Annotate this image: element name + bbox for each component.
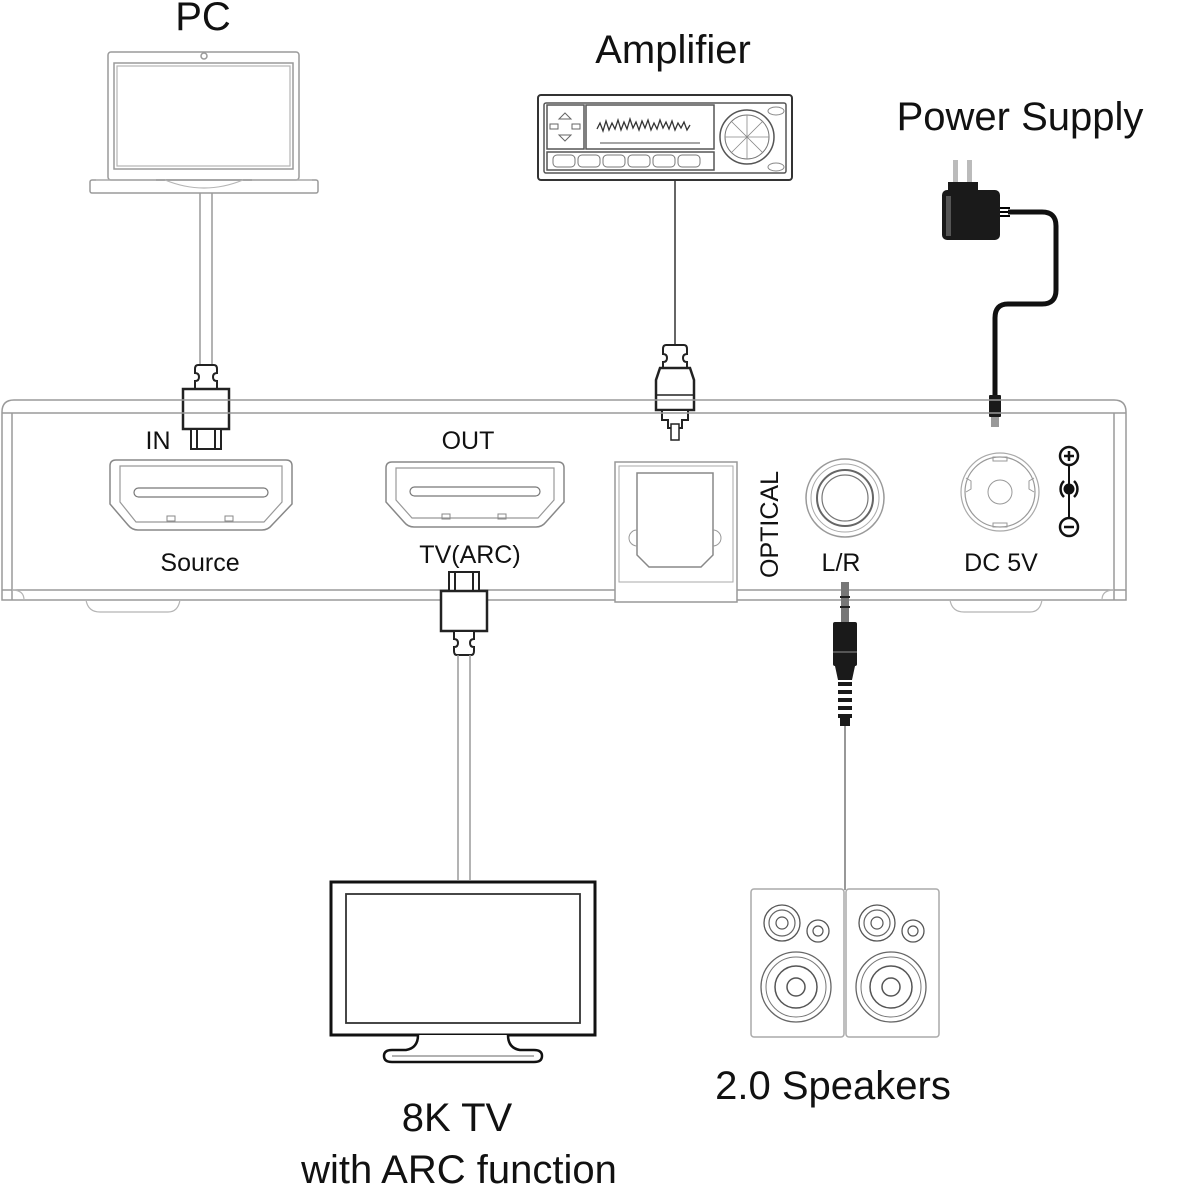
dc-5v-label: DC 5V: [964, 549, 1038, 577]
power-supply-label: Power Supply: [897, 95, 1144, 139]
optical-label: OPTICAL: [756, 471, 784, 578]
dc-power-cable: [992, 209, 1059, 395]
pc-label: PC: [175, 0, 231, 39]
source-label: Source: [160, 549, 239, 577]
tv-label-line2: with ARC function: [300, 1148, 617, 1192]
amplifier-icon: [537, 94, 793, 181]
in-port-label: IN: [146, 427, 171, 455]
lr-label: L/R: [822, 549, 861, 577]
out-port-label: OUT: [442, 427, 495, 455]
hdmi-out-port[interactable]: [385, 461, 565, 528]
tv-label-line1: 8K TV: [402, 1096, 513, 1140]
hdmi-plug-in: [181, 364, 231, 450]
dc-power-port[interactable]: [960, 452, 1040, 532]
speaker-right-icon: [845, 888, 940, 1038]
hdmi-cable-pc: [199, 193, 213, 365]
hdmi-in-port[interactable]: [109, 459, 293, 531]
tv-icon: [329, 880, 597, 1064]
stereo-jack-plug: [833, 582, 857, 726]
optical-plug: [654, 344, 696, 441]
extractor-unit: [1, 399, 1127, 613]
power-adapter-icon: [942, 160, 1010, 240]
tv-arc-label: TV(ARC): [419, 541, 520, 569]
hdmi-cable-tv: [457, 655, 471, 880]
laptop-icon: [89, 51, 319, 194]
polarity-icon: [1058, 445, 1080, 538]
lr-audio-port[interactable]: [805, 458, 885, 538]
hdmi-plug-out: [439, 571, 489, 656]
amplifier-label: Amplifier: [595, 28, 751, 72]
speaker-left-icon: [750, 888, 845, 1038]
optical-port[interactable]: [614, 461, 738, 603]
speakers-label: 2.0 Speakers: [715, 1064, 951, 1108]
